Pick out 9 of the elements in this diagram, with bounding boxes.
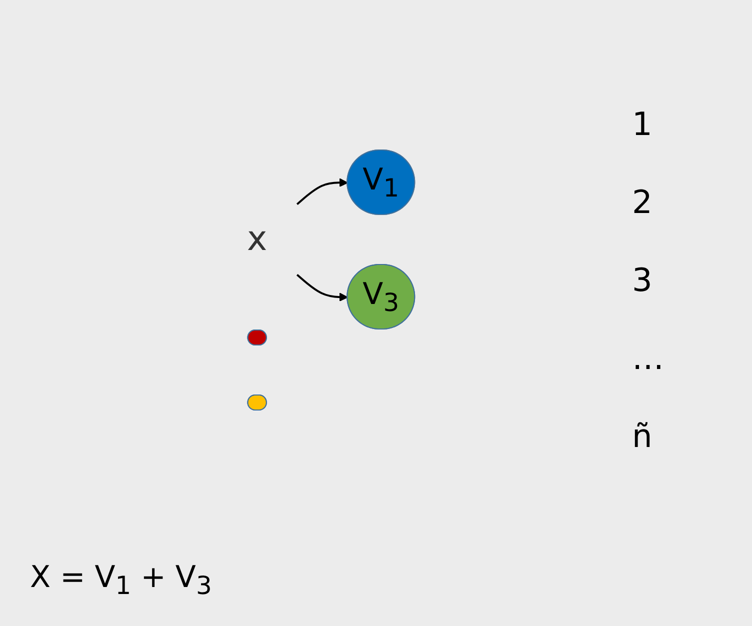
arrow: [296, 178, 348, 205]
row-label: 1: [632, 105, 654, 143]
formula-text: X = V$_{1}$ + V$_{3}$: [30, 560, 213, 600]
node-text: x: [247, 219, 268, 259]
row-label: 2: [632, 183, 654, 221]
row-label: 3: [632, 261, 654, 299]
arrow: [296, 274, 348, 302]
row-label: …: [632, 339, 665, 377]
row-label: ñ: [632, 417, 654, 455]
